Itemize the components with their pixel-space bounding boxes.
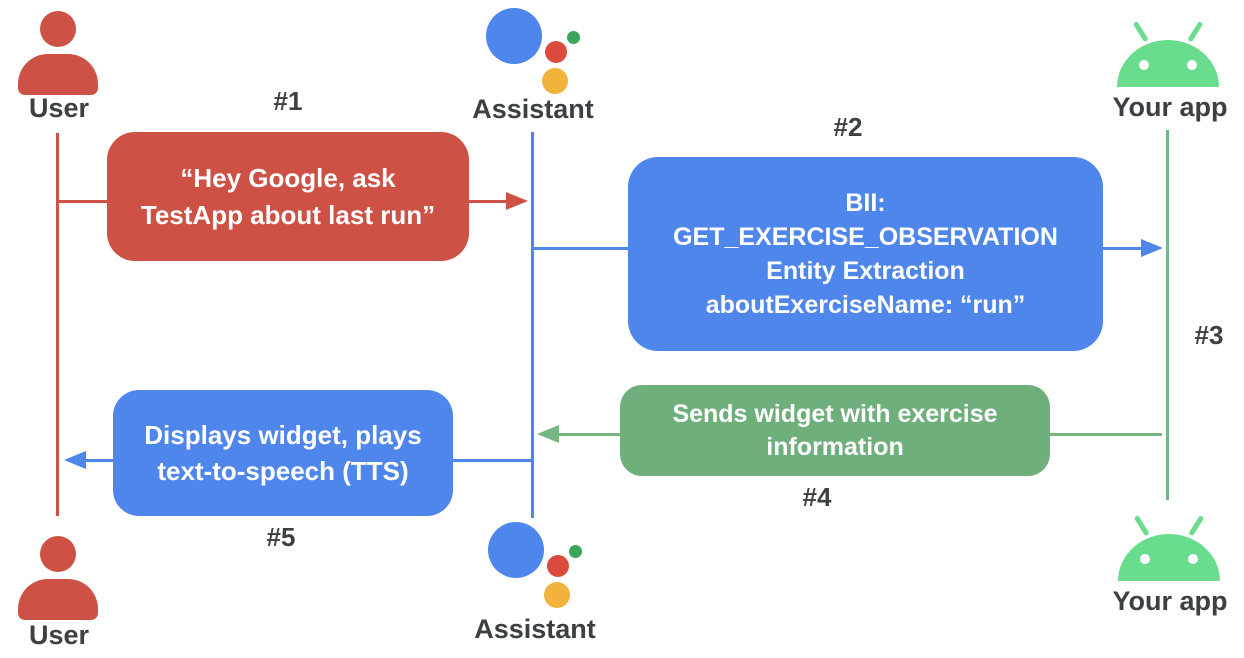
arrowhead-right-icon (1141, 239, 1163, 257)
android-eye (1139, 60, 1149, 70)
user-query-line: TestApp about last run” (140, 199, 436, 230)
user-icon (16, 536, 100, 620)
step-label-3: #3 (1194, 320, 1224, 350)
bii-line: GET_EXERCISE_OBSERVATION (673, 223, 1058, 251)
android-eye (1140, 554, 1150, 564)
app-lifeline (1166, 130, 1169, 500)
user-lifeline (56, 133, 59, 516)
arrowhead-right-icon (506, 192, 528, 210)
user-query-box: “Hey Google, ask TestApp about last run” (107, 132, 469, 261)
arrowhead-left-icon (64, 451, 86, 469)
step-label-1: #1 (273, 86, 303, 116)
actor-label-app-top: Your app (1112, 92, 1228, 122)
widget-box: Sends widget with exercise information (620, 385, 1050, 476)
assistant-lifeline (531, 132, 534, 518)
assistant-green-circle (567, 31, 580, 44)
bii-box: BII: GET_EXERCISE_OBSERVATION Entity Ext… (628, 157, 1103, 351)
widget-line: Sends widget with exercise (672, 399, 998, 428)
arrowhead-left-icon (537, 425, 559, 443)
person-head (40, 11, 76, 47)
widget-line: information (766, 432, 904, 461)
user-query-line: “Hey Google, ask (180, 162, 396, 193)
assistant-red-circle (547, 555, 569, 577)
actor-label-app-bottom: Your app (1112, 586, 1228, 616)
user-icon (16, 11, 100, 95)
actor-label-assistant-bottom: Assistant (474, 614, 596, 644)
android-head (1118, 534, 1220, 581)
android-antenna (1133, 515, 1150, 537)
android-icon (1117, 18, 1219, 88)
assistant-red-circle (545, 41, 567, 63)
assistant-icon (486, 8, 586, 96)
step-label-4: #4 (802, 482, 832, 512)
android-antenna (1187, 21, 1204, 43)
actor-label-user-top: User (28, 93, 90, 123)
android-eye (1187, 60, 1197, 70)
assistant-yellow-circle (544, 582, 570, 608)
step-label-2: #2 (833, 112, 863, 142)
assistant-blue-circle (488, 522, 544, 578)
assistant-green-circle (569, 545, 582, 558)
person-body (18, 54, 98, 95)
android-antenna (1188, 515, 1205, 537)
android-head (1117, 40, 1219, 87)
person-head (40, 536, 76, 572)
assistant-icon (488, 522, 588, 610)
bii-line: Entity Extraction (766, 257, 965, 285)
tts-line: Displays widget, plays (144, 420, 422, 450)
android-antenna (1132, 21, 1149, 43)
tts-box: Displays widget, plays text-to-speech (T… (113, 390, 453, 516)
android-eye (1188, 554, 1198, 564)
person-body (18, 579, 98, 620)
bii-line: BII: (845, 189, 886, 217)
step-label-5: #5 (266, 522, 296, 552)
bii-line: aboutExerciseName: “run” (705, 291, 1026, 319)
tts-line: text-to-speech (TTS) (157, 456, 409, 486)
actor-label-user-bottom: User (28, 620, 90, 650)
assistant-blue-circle (486, 8, 542, 64)
actor-label-assistant-top: Assistant (472, 94, 594, 124)
android-icon (1118, 512, 1220, 582)
assistant-yellow-circle (542, 68, 568, 94)
